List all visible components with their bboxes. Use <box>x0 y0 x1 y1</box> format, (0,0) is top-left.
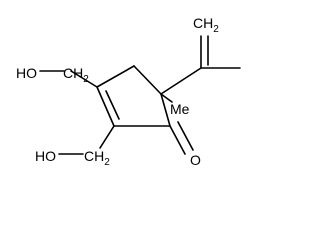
bond-ring-c3-c2 <box>96 86 115 127</box>
label-methyl: Me <box>170 101 190 117</box>
bond-ring-c3-c2-double <box>105 90 120 120</box>
bond-ring-c4-c3 <box>96 65 135 88</box>
bond-ring-c1-c5 <box>160 93 171 127</box>
label-oxygen: O <box>190 152 201 168</box>
bond-carbonyl <box>169 125 186 155</box>
label-ho-bottom: HO <box>35 148 56 164</box>
label-ch2-bottom: CH2 <box>84 148 110 168</box>
bond-c5-methyl <box>160 93 173 103</box>
label-ch2-left: CH2 <box>63 65 89 85</box>
label-ho-left: HO <box>16 65 37 81</box>
bond-c3-ch2-left <box>70 70 98 88</box>
bond-carbonyl-double <box>177 121 194 151</box>
label-ch2-top: CH2 <box>193 15 219 35</box>
bond-ring-c5-c4 <box>133 65 162 95</box>
bond-c5-isopropenyl <box>160 67 202 95</box>
structural-formula: HO CH2 CH2 Me HO CH2 O <box>16 15 241 168</box>
bond-c2-ch2-bottom <box>99 125 115 149</box>
